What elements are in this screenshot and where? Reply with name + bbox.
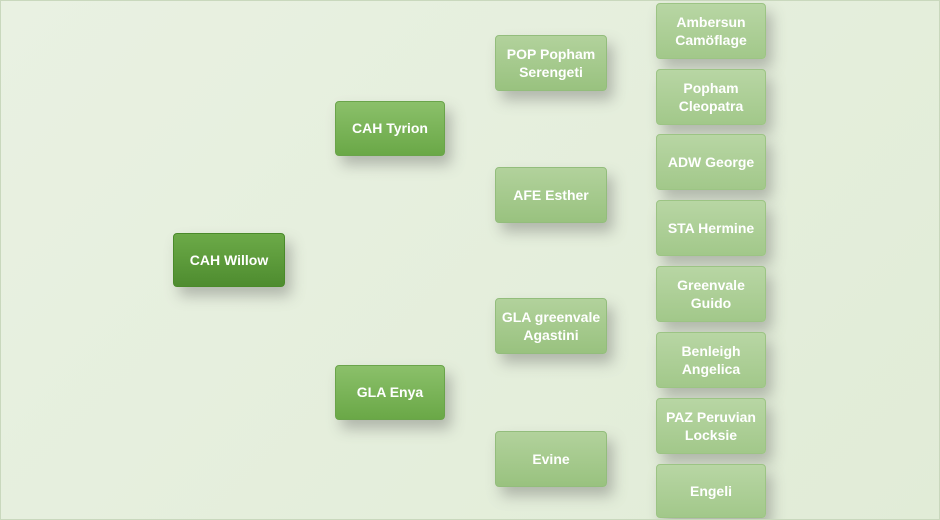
node-ggp-7: PAZ Peruvian Locksie (656, 398, 766, 454)
node-sire-sire: POP Popham Serengeti (495, 35, 607, 91)
node-ggp-1: Ambersun Camöflage (656, 3, 766, 59)
node-label: Greenvale Guido (677, 276, 745, 311)
node-label: GLA greenvale Agastini (501, 308, 601, 343)
node-ggp-4: STA Hermine (656, 200, 766, 256)
node-sire-dam: AFE Esther (495, 167, 607, 223)
node-label: ADW George (667, 153, 755, 170)
node-ggp-3: ADW George (656, 134, 766, 190)
node-label: CAH Tyrion (352, 120, 428, 137)
node-label: AFE Esther (513, 186, 589, 203)
node-dam: GLA Enya (335, 365, 445, 420)
node-dam-dam: Evine (495, 431, 607, 487)
node-sire: CAH Tyrion (335, 101, 445, 156)
node-ggp-2: Popham Cleopatra (656, 69, 766, 125)
node-label: Evine (532, 450, 570, 467)
node-label: Benleigh Angelica (681, 342, 741, 377)
node-ggp-8: Engeli (656, 464, 766, 518)
node-label: Popham Cleopatra (678, 79, 744, 114)
node-label: PAZ Peruvian Locksie (666, 408, 756, 443)
node-label: STA Hermine (667, 219, 755, 236)
node-label: POP Popham Serengeti (506, 45, 596, 80)
node-label: Engeli (689, 482, 732, 499)
node-label: Ambersun Camöflage (675, 13, 747, 48)
node-ggp-6: Benleigh Angelica (656, 332, 766, 388)
node-label: CAH Willow (189, 251, 269, 268)
node-label: GLA Enya (356, 384, 424, 401)
node-root: CAH Willow (173, 233, 285, 287)
node-ggp-5: Greenvale Guido (656, 266, 766, 322)
node-dam-sire: GLA greenvale Agastini (495, 298, 607, 354)
